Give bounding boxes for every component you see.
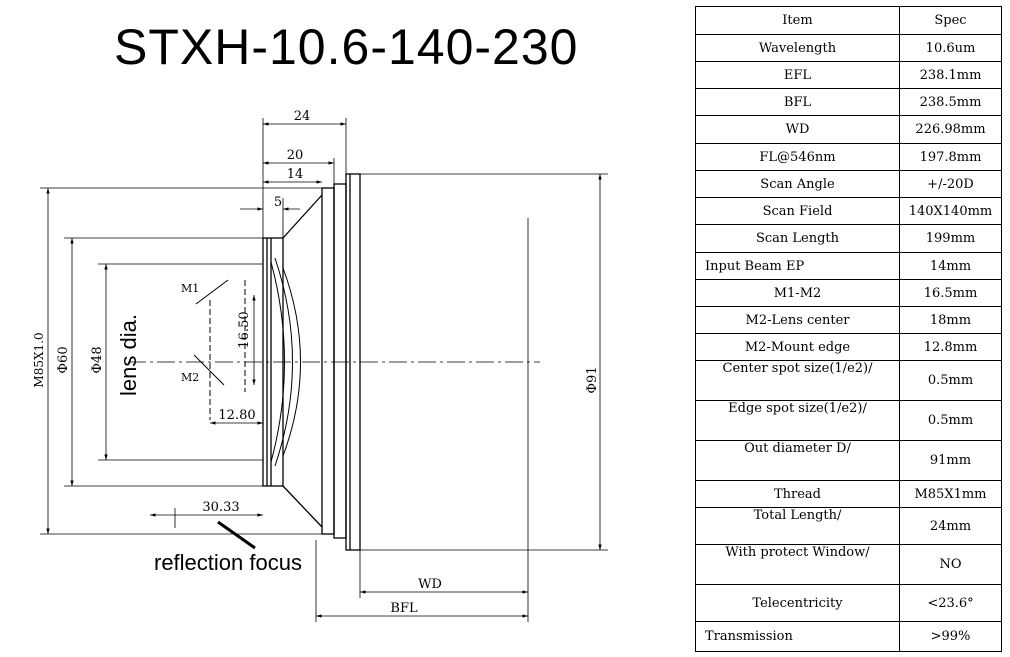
dim-24: 24 [294,109,311,124]
spec-value-cell: 18mm [899,306,1002,334]
table-row: With protect Window/NO [695,544,1002,585]
label-m2: M2 [181,371,199,384]
spec-value-cell: 197.8mm [899,143,1002,171]
spec-item-cell: M1-M2 [695,279,900,307]
spec-value-cell: 238.1mm [899,61,1002,89]
spec-value-cell: 226.98mm [899,115,1002,144]
spec-value-cell: 10.6um [899,34,1002,62]
spec-item-cell: Scan Angle [695,170,900,198]
dim-phi48: Φ48 [90,346,105,373]
table-row: Scan Angle+/-20D [695,170,1002,198]
label-lens-dia: lens dia. [116,314,141,396]
spec-item-cell: BFL [695,88,900,116]
reflection-focus-pointer [217,520,256,550]
header-item: Item [695,6,900,35]
table-row: Edge spot size(1/e2)/0.5mm [695,400,1002,441]
product-title: STXH-10.6-140-230 [114,19,579,75]
dim-5: 5 [274,195,282,210]
spec-item-cell: M2-Mount edge [695,333,900,361]
lens-technical-drawing: 24 20 14 5 M85X1.0 Φ60 Φ48 16.50 12.80 3… [32,109,608,622]
table-row: Center spot size(1/e2)/0.5mm [695,360,1002,401]
dim-16-50: 16.50 [237,311,252,348]
spec-value-cell: 140X140mm [899,197,1002,225]
spec-item-cell: Thread [695,480,900,508]
spec-value-cell: 91mm [899,440,1002,481]
right-dimensions [315,173,608,622]
dim-phi60: Φ60 [56,346,71,373]
spec-item-cell: FL@546nm [695,143,900,171]
header-spec: Spec [899,6,1002,35]
spec-value-cell: 12.8mm [899,333,1002,361]
dim-bfl: BFL [390,601,418,616]
spec-item-cell: EFL [695,61,900,89]
table-row: Total Length/24mm [695,507,1002,545]
spec-value-cell: M85X1mm [899,480,1002,508]
spec-value-cell: 24mm [899,507,1002,545]
spec-item-cell: Total Length/ [695,507,900,545]
dim-14: 14 [287,167,304,182]
table-row: Out diameter D/91mm [695,440,1002,481]
spec-value-cell: >99% [899,621,1002,652]
spec-item-cell: Edge spot size(1/e2)/ [695,400,900,441]
table-row: Transmission>99% [695,621,1002,652]
spec-value-cell: <23.6° [899,584,1002,622]
scan-mirrors [193,279,246,420]
spec-item-cell: Scan Field [695,197,900,225]
dim-m85: M85X1.0 [32,332,46,387]
dim-phi91: Φ91 [585,366,600,393]
spec-value-cell: 0.5mm [899,360,1002,401]
dim-30-33: 30.33 [202,500,239,515]
spec-value-cell: +/-20D [899,170,1002,198]
spec-value-cell: 0.5mm [899,400,1002,441]
spec-item-cell: Out diameter D/ [695,440,900,481]
spec-item-cell: M2-Lens center [695,306,900,334]
spec-value-cell: 16.5mm [899,279,1002,307]
spec-value-cell: 14mm [899,252,1002,280]
spec-item-cell: Telecentricity [695,584,900,622]
dim-20: 20 [287,148,304,163]
spec-item-cell: Scan Length [695,224,900,253]
table-header-row: Item Spec [695,6,1002,35]
spec-value-cell: NO [899,544,1002,585]
dim-wd: WD [418,577,442,592]
spec-item-cell: Transmission [695,621,900,652]
spec-item-cell: With protect Window/ [695,544,900,585]
spec-item-cell: Center spot size(1/e2)/ [695,360,900,401]
spec-item-cell: Input Beam EP [695,252,900,280]
table-row: Telecentricity<23.6° [695,584,1002,622]
label-reflection-focus: reflection focus [154,550,302,575]
top-dimensions [240,118,347,238]
spec-item-cell: Wavelength [695,34,900,62]
label-m1: M1 [181,282,199,295]
spec-value-cell: 238.5mm [899,88,1002,116]
dim-12-80: 12.80 [218,408,255,423]
spec-value-cell: 199mm [899,224,1002,253]
left-dimensions [40,187,322,535]
spec-item-cell: WD [695,115,900,144]
